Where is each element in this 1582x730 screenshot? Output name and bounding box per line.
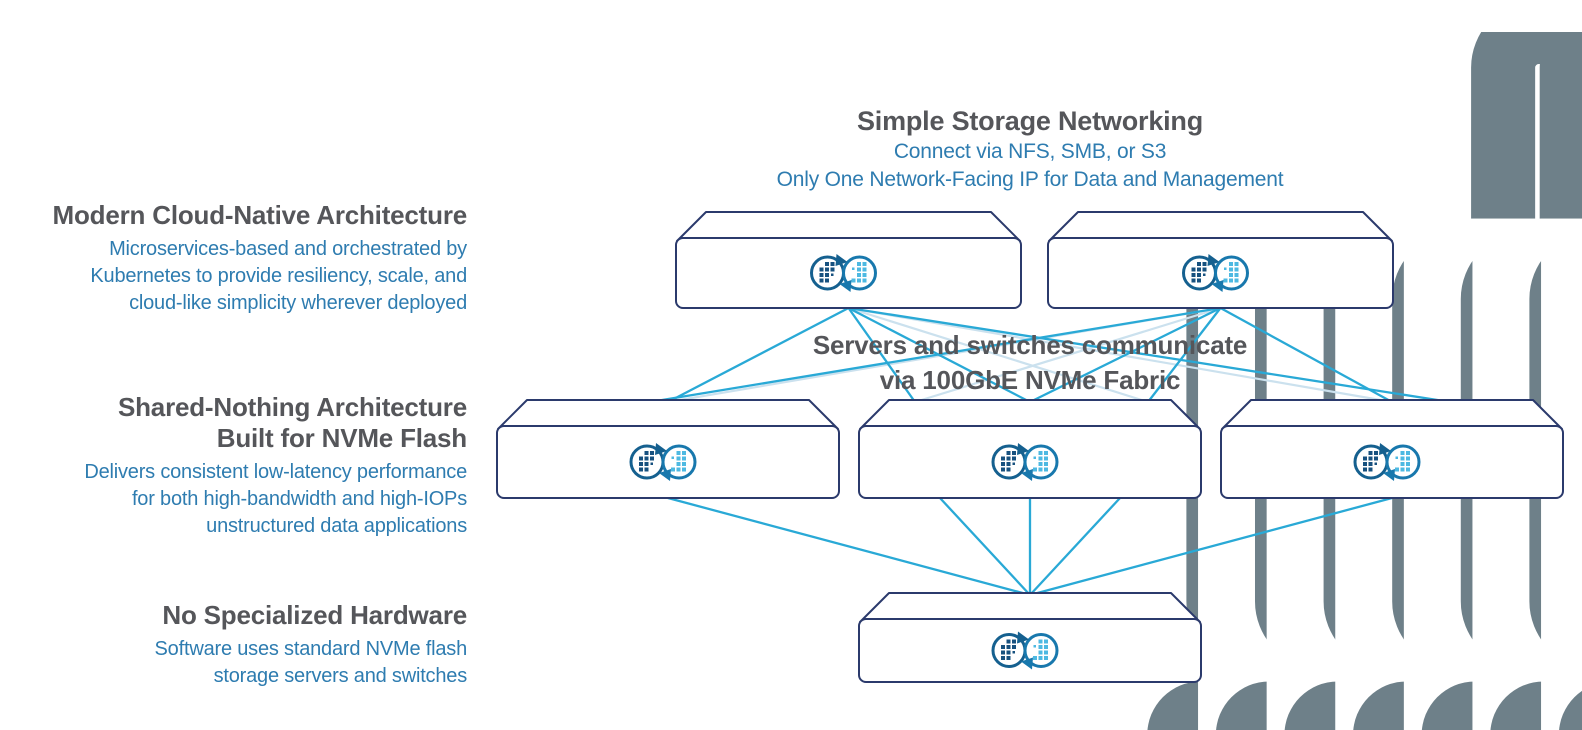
feature-2-body-line: for both high-bandwidth and high-IOPs [131,488,467,510]
fabric-caption-line-2: via 100GbE NVMe Fabric [879,365,1181,395]
connection-line-top-1-mid-3 [847,306,1394,404]
feature-1-body-line: Kubernetes to provide resiliency, scale,… [90,265,467,287]
connection-line-top-1-mid-1 [666,306,850,404]
feature-no-specialized-hardware: No Specialized Hardware Software uses st… [0,600,468,690]
feature-3-heading: No Specialized Hardware [162,600,467,630]
fabric-caption-line-1: Servers and switches communicate [812,330,1248,360]
connection-line-top-2-mid-2 [1028,306,1222,404]
server-box-bottom-1 [858,592,1202,683]
connection-line-top-1-mid-2 [847,306,1150,404]
server-box-top-1 [675,211,1022,309]
connection-line-mid-3-bottom-1 [1028,496,1394,597]
connection-line-top-1-mid-3 [847,306,1452,404]
header-subtitle-2: Only One Network-Facing IP for Data and … [776,168,1284,191]
feature-2-body-line: unstructured data applications [206,515,467,537]
header-title: Simple Storage Networking [856,106,1204,136]
feature-3-body-line: storage servers and switches [213,665,468,687]
feature-2-heading-line: Built for NVMe Flash [216,423,467,453]
vast-data-loop-icon [1353,441,1421,483]
connection-line-top-2-mid-3 [1219,306,1394,404]
feature-2-heading-line: Shared-Nothing Architecture [117,392,467,422]
feature-1-body-line: cloud-like simplicity wherever deployed [129,292,467,314]
feature-1-heading: Modern Cloud-Native Architecture [52,200,468,230]
vast-data-loop-icon [629,441,697,483]
vast-data-loop-icon [991,441,1059,483]
server-boxes [496,211,1564,683]
feature-shared-nothing: Shared-Nothing Architecture Built for NV… [0,392,467,540]
fabric-connections-bright [648,306,1452,597]
connection-line-mid-2-bottom-1 [938,496,1032,597]
vast-data-loop-icon [991,630,1059,671]
fabric-caption: Servers and switches communicate via 100… [600,328,1460,398]
server-box-mid-3 [1220,399,1564,499]
storage-networking-header: Simple Storage Networking Connect via NF… [600,104,1460,194]
feature-1-body-line: Microservices-based and orchestrated by [109,238,467,260]
connection-line-mid-2-bottom-1 [1028,496,1122,597]
server-box-mid-2 [858,399,1202,499]
server-box-top-2 [1047,211,1394,309]
vast-data-loop-icon [1182,252,1249,294]
feature-modern-cloud-native: Modern Cloud-Native Architecture Microse… [0,200,468,317]
feature-3-body-line: Software uses standard NVMe flash [154,638,468,660]
connection-line-top-1-mid-2 [847,306,917,404]
connection-line-mid-1-bottom-1 [666,496,1032,597]
connection-line-top-2-mid-1 [648,306,1222,404]
server-box-mid-1 [496,399,840,499]
connection-line-top-2-mid-2 [913,306,1222,404]
connection-line-top-2-mid-2 [1146,306,1222,404]
header-subtitle-1: Connect via NFS, SMB, or S3 [893,140,1167,163]
vast-data-loop-icon [810,252,877,294]
feature-2-body-line: Delivers consistent low-latency performa… [84,461,467,483]
